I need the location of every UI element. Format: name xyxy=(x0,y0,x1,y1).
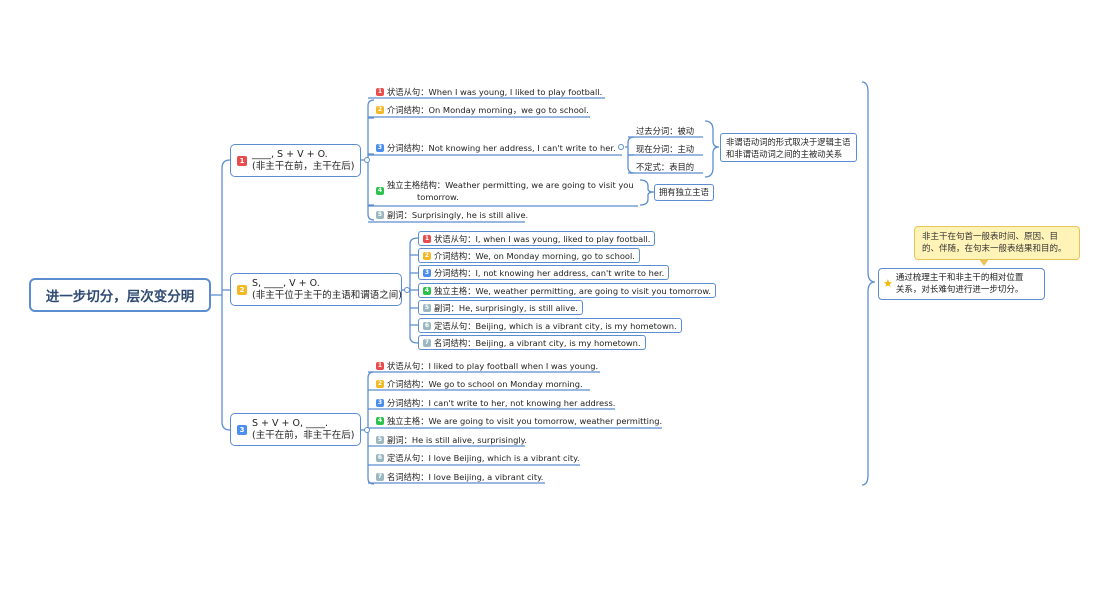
b2-item-1[interactable]: 1 状语从句：I, when I was young, liked to pla… xyxy=(418,231,656,246)
priority-3-icon: 3 xyxy=(423,268,431,277)
root-title: 进一步切分，层次变分明 xyxy=(45,289,195,305)
branch-3-desc: (主干在前，非主干在后) xyxy=(252,429,355,441)
absolute-note[interactable]: 拥有独立主语 xyxy=(654,184,714,201)
priority-1-icon: 1 xyxy=(376,87,384,96)
priority-3-icon: 3 xyxy=(237,424,247,435)
branch-1[interactable]: 1 ____, S + V + O. (非主干在前，主干在后) xyxy=(230,144,361,177)
b2-item-3[interactable]: 3 分词结构：I, not knowing her address, can't… xyxy=(418,265,670,280)
priority-6-icon: 6 xyxy=(423,321,431,330)
b2-item-5[interactable]: 5 副词：He, surprisingly, is still alive. xyxy=(418,300,583,315)
priority-5-icon: 5 xyxy=(376,210,384,219)
b1-item-4[interactable]: 4 独立主格结构：Weather permitting, we are goin… xyxy=(376,180,634,202)
b3-item-4[interactable]: 4 独立主格：We are going to visit you tomorro… xyxy=(376,415,663,426)
b2-item-6[interactable]: 6 定语从句：Beijing, which is a vibrant city,… xyxy=(418,318,682,333)
b3-item-2[interactable]: 2 介词结构：We go to school on Monday morning… xyxy=(376,378,583,389)
participle-note[interactable]: 非谓语动词的形式取决于逻辑主语 和非谓语动词之间的主被动关系 xyxy=(720,133,857,162)
priority-2-icon: 2 xyxy=(237,284,247,295)
b1-item-1[interactable]: 1 状语从句：When I was young, I liked to play… xyxy=(376,86,603,97)
priority-2-icon: 2 xyxy=(376,379,384,388)
b1-item-3[interactable]: 3 分词结构：Not knowing her address, I can't … xyxy=(376,142,616,153)
participle-infinitive[interactable]: 不定式：表目的 xyxy=(636,161,695,172)
priority-2-icon: 2 xyxy=(376,105,384,114)
priority-5-icon: 5 xyxy=(423,303,431,312)
collapse-toggle[interactable] xyxy=(618,144,624,150)
b2-item-7[interactable]: 7 名词结构：Beijing, a vibrant city, is my ho… xyxy=(418,335,646,350)
priority-5-icon: 5 xyxy=(376,435,384,444)
branch-2-pattern: S, ____, V + O. xyxy=(252,277,320,289)
priority-3-icon: 3 xyxy=(376,398,384,407)
priority-4-icon: 4 xyxy=(423,286,431,295)
priority-7-icon: 7 xyxy=(423,338,431,347)
b1-item-2[interactable]: 2 介词结构：On Monday morning，we go to school… xyxy=(376,104,589,115)
root-topic[interactable]: 进一步切分，层次变分明 xyxy=(29,278,211,312)
priority-4-icon: 4 xyxy=(376,187,384,195)
b2-item-4[interactable]: 4 独立主格：We, weather permitting, are going… xyxy=(418,283,717,298)
participle-past[interactable]: 过去分词：被动 xyxy=(636,125,695,136)
collapse-toggle[interactable] xyxy=(404,287,410,293)
priority-1-icon: 1 xyxy=(237,155,247,166)
star-icon: ★ xyxy=(883,277,893,290)
branch-3[interactable]: 3 S + V + O, ____. (主干在前，非主干在后) xyxy=(230,413,361,446)
priority-1-icon: 1 xyxy=(423,234,431,243)
b3-item-5[interactable]: 5 副词：He is still alive, surprisingly. xyxy=(376,434,528,445)
collapse-toggle[interactable] xyxy=(364,157,370,163)
b3-item-7[interactable]: 7 名词结构：I love Beijing, a vibrant city. xyxy=(376,471,544,482)
participle-present[interactable]: 现在分词：主动 xyxy=(636,143,695,154)
priority-1-icon: 1 xyxy=(376,361,384,370)
branch-3-pattern: S + V + O, ____. xyxy=(252,417,329,429)
priority-2-icon: 2 xyxy=(423,251,431,260)
branch-1-desc: (非主干在前，主干在后) xyxy=(252,160,355,172)
priority-4-icon: 4 xyxy=(376,416,384,425)
priority-3-icon: 3 xyxy=(376,143,384,152)
branch-2-desc: (非主干位于主干的主语和谓语之间) xyxy=(252,289,402,301)
b3-item-3[interactable]: 3 分词结构：I can't write to her, not knowing… xyxy=(376,397,616,408)
summary-topic[interactable]: ★ 通过梳理主干和非主干的相对位置 关系，对长难句进行进一步切分。 xyxy=(878,268,1045,300)
branch-2[interactable]: 2 S, ____, V + O. (非主干位于主干的主语和谓语之间) xyxy=(230,273,402,306)
priority-7-icon: 7 xyxy=(376,472,384,481)
b1-item-5[interactable]: 5 副词：Surprisingly, he is still alive. xyxy=(376,209,529,220)
b3-item-1[interactable]: 1 状语从句：I liked to play football when I w… xyxy=(376,360,599,371)
callout-note[interactable]: 非主干在句首一般表时间、原因、目 的、伴随，在句末一般表结果和目的。 xyxy=(914,226,1080,266)
b3-item-6[interactable]: 6 定语从句：I love Beijing, which is a vibran… xyxy=(376,452,580,463)
b2-item-2[interactable]: 2 介词结构：We, on Monday morning, go to scho… xyxy=(418,248,640,263)
collapse-toggle[interactable] xyxy=(364,427,370,433)
branch-1-pattern: ____, S + V + O. xyxy=(252,148,328,160)
priority-6-icon: 6 xyxy=(376,453,384,462)
